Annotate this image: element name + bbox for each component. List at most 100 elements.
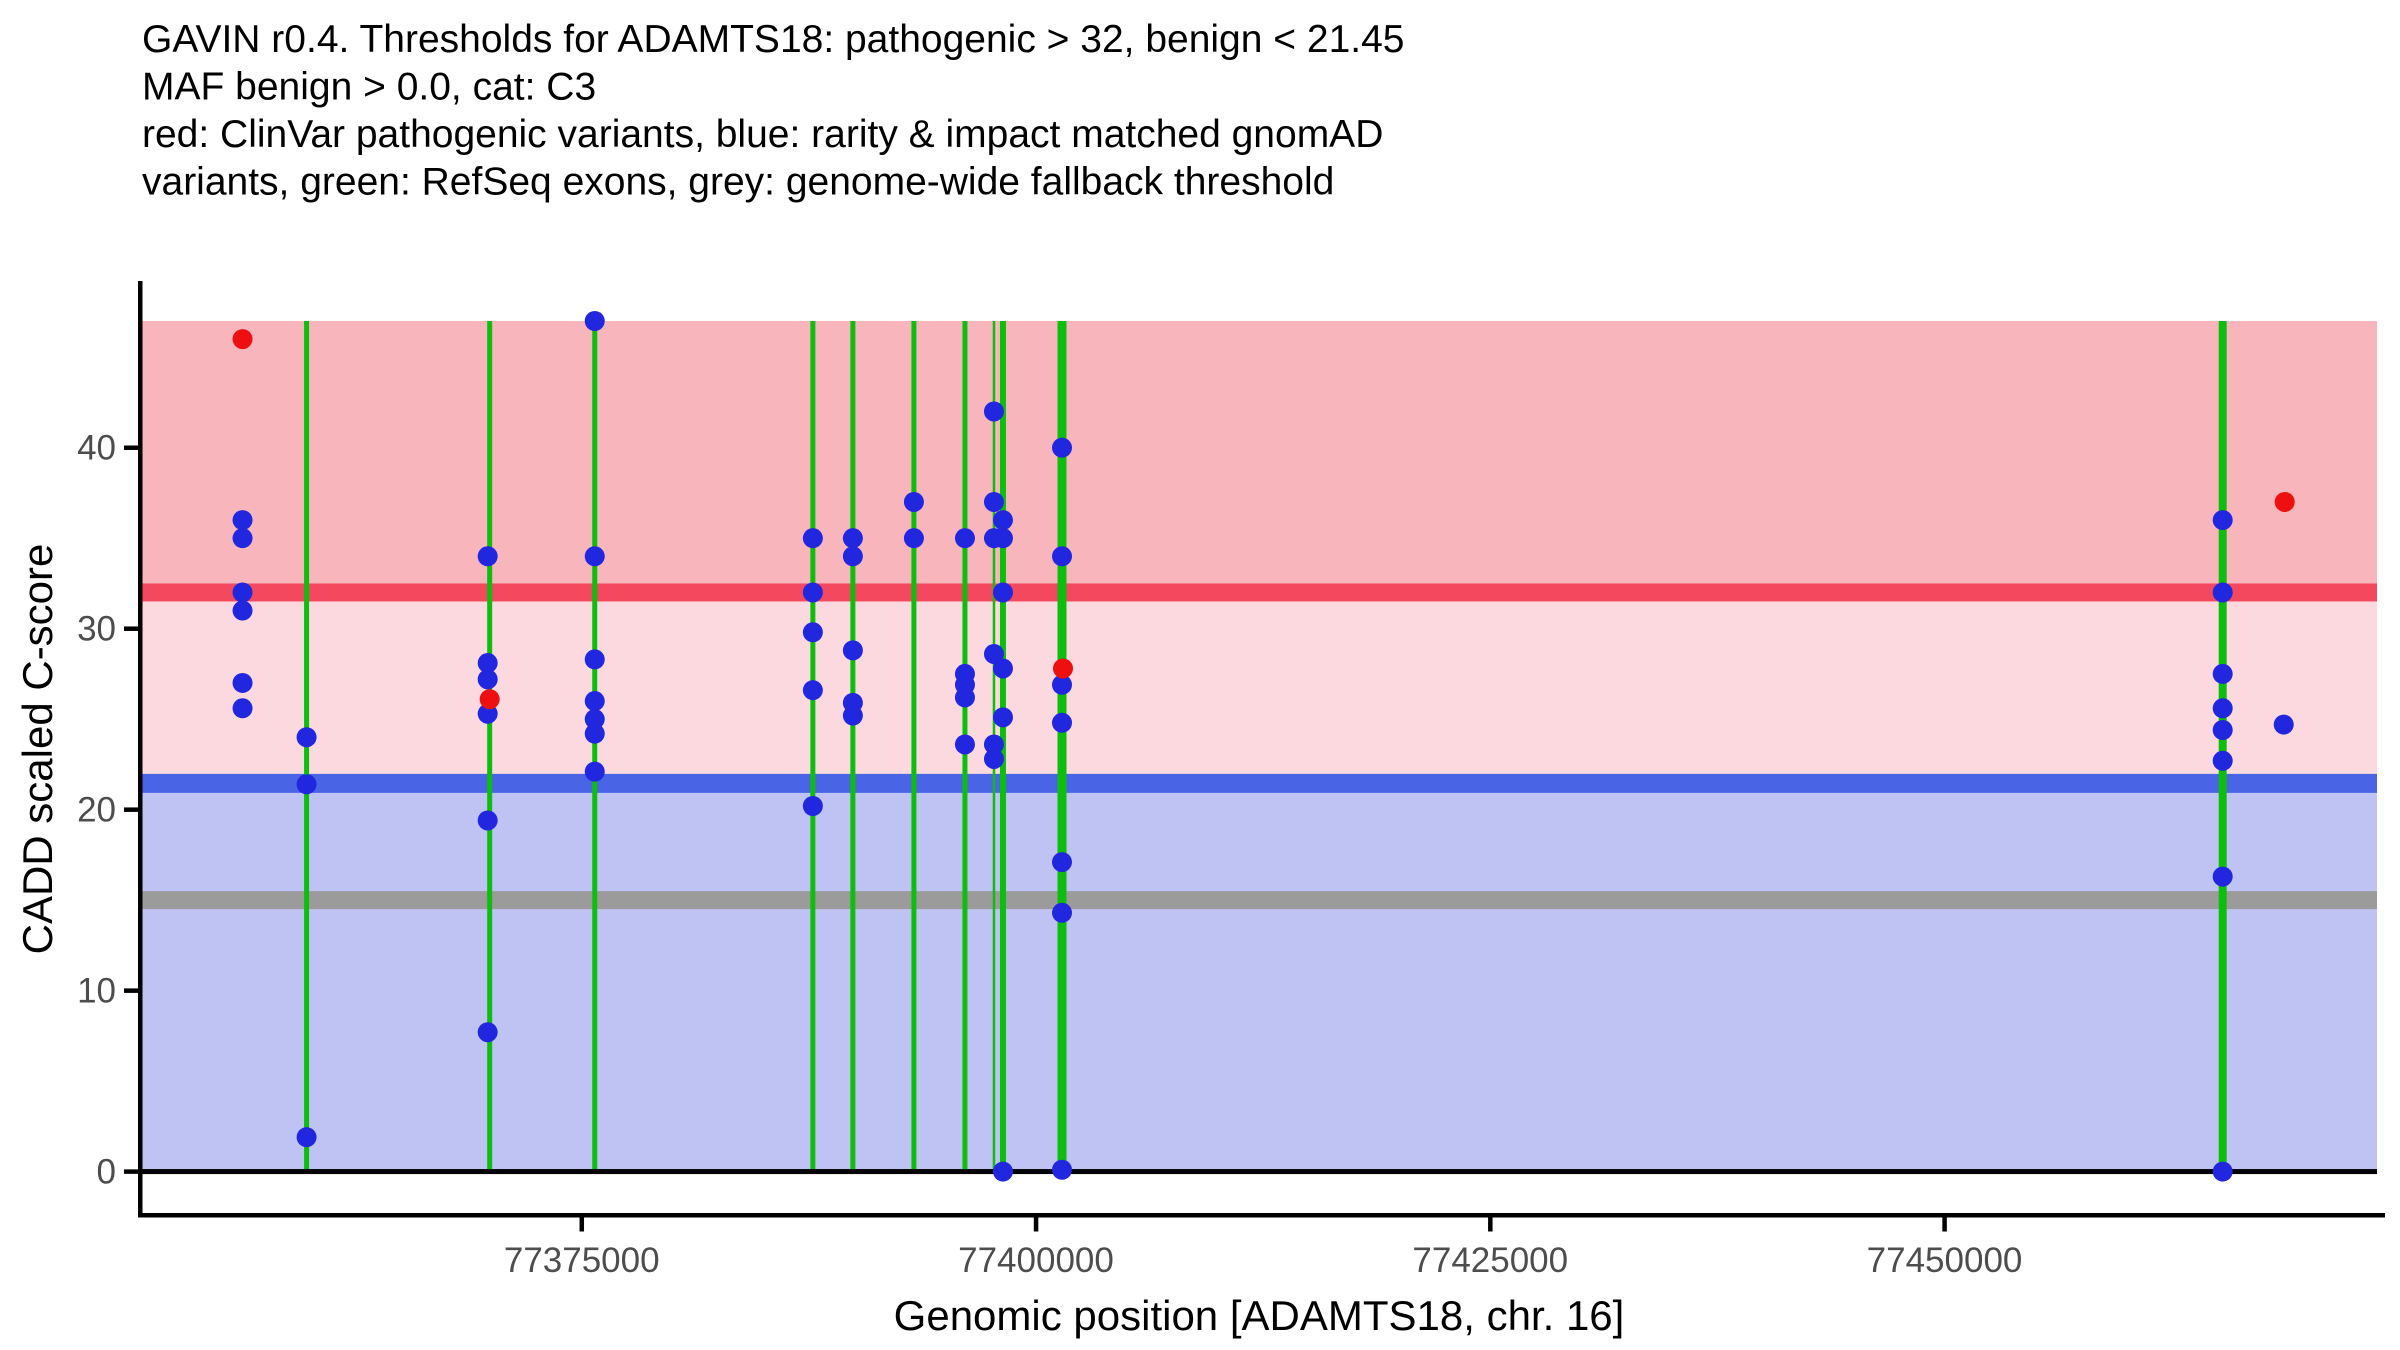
gnomad-variant-point [802,528,823,549]
gnomad-variant-point [2212,663,2233,684]
gnomad-variant-point [584,649,605,670]
gnomad-variant-point [1052,674,1073,695]
plot-title-line-2: MAF benign > 0.0, cat: C3 [142,66,596,109]
y-tick-mark [124,807,138,812]
gnomad-variant-point [296,727,317,748]
gnomad-variant-point [983,748,1004,769]
clinvar-variant-point [2274,491,2295,512]
baseline-layer [142,1169,2377,1175]
gnomad-variant-point [584,691,605,712]
y-tick-mark [124,1169,138,1174]
plot-title-line-3: red: ClinVar pathogenic variants, blue: … [142,113,1383,156]
x-tick-mark [579,1217,585,1232]
gnomad-variant-point [954,687,975,708]
gnomad-variant-point [2212,750,2233,771]
gnomad-variant-point [232,528,253,549]
pathogenic-threshold-line [142,583,2377,602]
gnomad-variant-point [296,1127,317,1148]
x-tick-mark [1942,1217,1947,1232]
gnomad-variant-point [232,600,253,621]
y-tick-label: 20 [77,791,116,830]
y-axis-line [138,281,143,1218]
gnomad-variant-point [2212,582,2233,603]
threshold-lines-layer [142,583,2377,910]
gnomad-variant-point [903,528,924,549]
gnomad-variant-point [992,510,1013,531]
gnomad-variant-point [2273,714,2294,735]
gnomad-variant-point [2212,866,2233,887]
gnomad-variant-point [983,643,1004,664]
benign-threshold-line [142,773,2377,793]
y-axis-title: CADD scaled C-score [14,544,61,955]
y-tick-mark [124,445,138,450]
gnomad-variant-point [842,528,863,549]
gnomad-variant-point [232,582,253,603]
gnomad-variant-point [992,1161,1013,1182]
gnomad-variant-point [992,707,1013,728]
x-axis-title: Genomic position [ADAMTS18, chr. 16] [894,1292,1625,1339]
benign-zone-band [142,783,2377,1172]
x-axis-line [138,1213,2385,1218]
y-tick-label: 10 [77,972,116,1011]
gnomad-variant-point [477,810,498,831]
gnomad-variant-point [802,796,823,817]
y-tick-mark [124,988,138,993]
gnomad-variant-point [802,680,823,701]
plot-title-line-1: GAVIN r0.4. Thresholds for ADAMTS18: pat… [142,18,1404,61]
y-tick-label: 0 [97,1153,116,1192]
variant-points-layer [232,311,2295,1182]
gnomad-variant-point [477,546,498,567]
gnomad-variant-point [477,1022,498,1043]
clinvar-variant-point [232,329,253,350]
x-tick-label: 77425000 [1412,1241,1568,1280]
x-tick-mark [1488,1217,1493,1232]
zero-baseline-line [142,1169,2377,1175]
gnomad-variant-point [842,705,863,726]
gnomad-variant-point [584,761,605,782]
intermediate-zone-band [142,592,2377,784]
gnomad-variant-point [584,311,605,332]
gnomad-variant-point [983,734,1004,755]
gnomad-variant-point [802,622,823,643]
gnomad-variant-point [2212,1161,2233,1182]
x-tick-mark [1033,1217,1039,1232]
gnomad-variant-point [992,528,1013,549]
gnomad-variant-point [1052,902,1073,923]
gnomad-variant-point [584,546,605,567]
x-tick-label: 77375000 [504,1241,660,1280]
x-tick-label: 77400000 [958,1241,1114,1280]
gnomad-variant-point [584,709,605,730]
clinvar-variant-point [1053,658,1074,679]
y-tick-label: 40 [77,429,116,468]
gnomad-variant-point [1052,852,1073,873]
gnomad-variant-point [842,640,863,661]
gnomad-variant-point [1052,1159,1073,1180]
gnomad-variant-point [2212,719,2233,740]
gnomad-variant-point [1052,437,1073,458]
gnomad-variant-point [954,528,975,549]
plot-title-line-4: variants, green: RefSeq exons, grey: gen… [142,161,1334,204]
clinvar-variant-point [479,689,500,710]
gnomad-variant-point [842,546,863,567]
x-tick-label: 77450000 [1867,1241,2023,1280]
gnomad-variant-point [232,672,253,693]
gnomad-variant-point [584,723,605,744]
pathogenic-zone-band [142,321,2377,593]
gnomad-variant-point [903,491,924,512]
gnomad-variant-point [992,582,1013,603]
gnomad-variant-point [296,774,317,795]
gnomad-variant-point [1052,712,1073,733]
gnomad-variant-point [2212,698,2233,719]
gnomad-variant-point [232,510,253,531]
threshold-bands-layer [142,321,2377,1172]
gnomad-variant-point [232,698,253,719]
gnomad-variant-point [983,401,1004,422]
gnomad-variant-point [954,734,975,755]
gnomad-variant-point [983,491,1004,512]
gnomad-variant-point [992,658,1013,679]
gnomad-variant-point [477,669,498,690]
genome-wide-fallback-threshold-line [142,891,2377,910]
